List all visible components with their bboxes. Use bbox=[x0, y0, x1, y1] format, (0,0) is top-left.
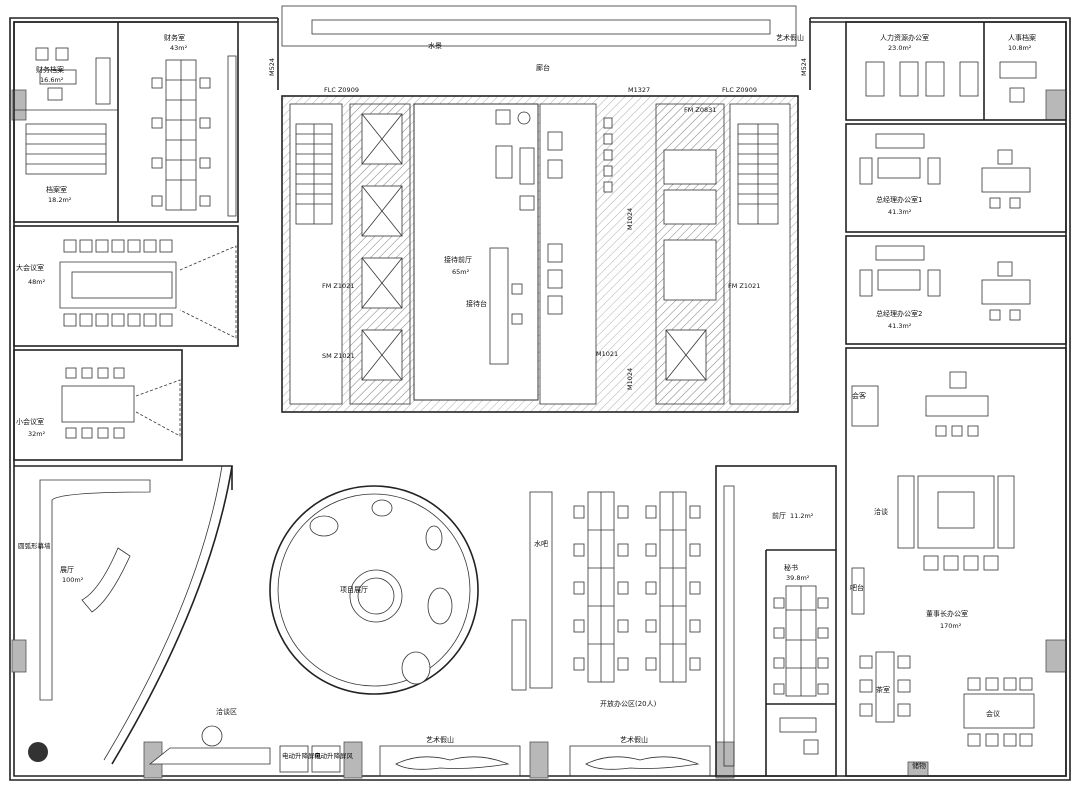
label-reception-desk: 接待台 bbox=[466, 299, 487, 308]
area-records: 18.2m² bbox=[48, 196, 72, 204]
tag-m1024-b: M1024 bbox=[626, 368, 634, 390]
restroom-fixtures bbox=[547, 117, 717, 315]
label-water-bar: 水吧 bbox=[534, 539, 548, 548]
label-art-left: 艺术假山 bbox=[426, 735, 454, 744]
area-chairman: 170m² bbox=[940, 622, 962, 630]
area-large-meeting: 48m² bbox=[28, 278, 46, 286]
label-large-meeting: 大会议室 bbox=[16, 263, 44, 272]
area-finance: 43m² bbox=[170, 44, 188, 52]
stair-right bbox=[737, 123, 779, 225]
label-chairman: 董事长办公室 bbox=[926, 609, 968, 618]
tag-fm-left: FM Z1021 bbox=[322, 282, 354, 290]
reception-desk bbox=[489, 247, 509, 365]
elevators bbox=[361, 113, 707, 381]
tag-fm-top: FM Z0831 bbox=[684, 106, 716, 114]
area-reception-hall: 65m² bbox=[452, 268, 470, 276]
label-waiting: 洽谈区 bbox=[216, 707, 237, 716]
label-secretary: 秘书 bbox=[784, 563, 798, 572]
area-hr-archive: 10.8m² bbox=[1008, 44, 1032, 52]
area-gm-office1: 41.3m² bbox=[888, 208, 912, 216]
label-tea: 茶室 bbox=[876, 685, 890, 694]
area-hall-small: 11.2m² bbox=[790, 512, 814, 520]
tag-flc-left: FLC Z0909 bbox=[324, 86, 359, 94]
area-archive: 16.6m² bbox=[40, 76, 64, 84]
label-exhibition: 展厅 bbox=[60, 566, 74, 574]
room-labels: 财务档案 16.6m² 财务室 43m² 档案室 18.2m² 大会议室 48m… bbox=[16, 33, 1036, 770]
tag-m1327: M1327 bbox=[628, 86, 650, 94]
label-project-hall: 项目展厅 bbox=[340, 586, 368, 594]
label-hr-office: 人力资源办公室 bbox=[880, 33, 929, 42]
tag-flc-right: FLC Z0909 bbox=[722, 86, 757, 94]
left-rooms bbox=[13, 21, 271, 765]
label-art-right: 艺术假山 bbox=[620, 735, 648, 744]
label-open-office: 开放办公区(20人) bbox=[600, 699, 657, 708]
tag-m524-right: M524 bbox=[800, 58, 808, 76]
label-corridor-top: 廊台 bbox=[536, 63, 550, 72]
central-core bbox=[281, 95, 799, 413]
label-hr-archive: 人事档案 bbox=[1008, 33, 1036, 42]
area-secretary: 39.8m² bbox=[786, 574, 810, 582]
label-archive: 财务档案 bbox=[36, 65, 64, 74]
tag-sm-left: SM Z1021 bbox=[322, 352, 355, 360]
stair-left bbox=[295, 123, 333, 225]
tag-m1021: M1021 bbox=[596, 350, 618, 358]
label-finance: 财务室 bbox=[164, 33, 185, 42]
label-meeting-right: 会议 bbox=[986, 709, 1000, 718]
tag-m524-left: M524 bbox=[268, 58, 276, 76]
structural-columns bbox=[11, 89, 1067, 779]
tag-m1024-a: M1024 bbox=[626, 208, 634, 230]
open-office-desks bbox=[573, 491, 701, 683]
label-gm-office1: 总经理办公室1 bbox=[876, 195, 922, 204]
door-tags: M524 M524 M1327 FLC Z0909 FLC Z0909 FM Z… bbox=[268, 58, 808, 390]
area-small-meeting: 32m² bbox=[28, 430, 46, 438]
label-reception-hall: 接待前厅 bbox=[444, 255, 472, 264]
label-elev-sign1: 电动升降屏风 bbox=[282, 751, 322, 760]
tag-fm-right: FM Z1021 bbox=[728, 282, 760, 290]
area-exhibition: 100m² bbox=[62, 576, 84, 584]
right-rooms bbox=[715, 21, 1067, 777]
label-chat: 洽谈 bbox=[874, 507, 888, 516]
label-art-top: 艺术假山 bbox=[776, 33, 804, 42]
area-hr-office: 23.0m² bbox=[888, 44, 912, 52]
label-bar: 吧台 bbox=[850, 583, 864, 592]
area-gm-office2: 41.3m² bbox=[888, 322, 912, 330]
label-hall-small: 前厅 bbox=[772, 511, 786, 520]
label-records: 档案室 bbox=[46, 185, 67, 194]
label-water: 水景 bbox=[428, 41, 442, 50]
label-reception-sofa: 会客 bbox=[852, 391, 866, 400]
label-small-meeting: 小会议室 bbox=[16, 417, 44, 426]
label-store: 储物 bbox=[912, 761, 926, 770]
label-fans: 圆弧形幕墙 bbox=[18, 541, 51, 550]
label-elev-sign2: 电动升降屏风 bbox=[314, 751, 354, 760]
label-gm-office2: 总经理办公室2 bbox=[876, 309, 922, 318]
center-lower bbox=[269, 485, 711, 777]
